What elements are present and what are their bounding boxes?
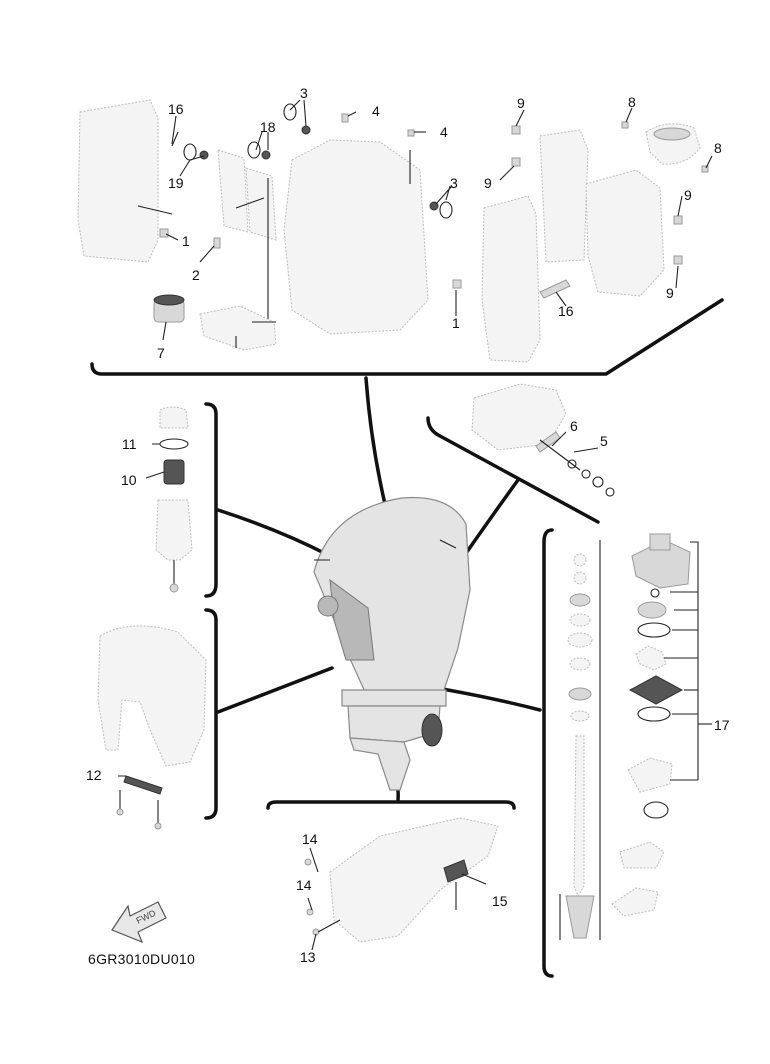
callout-3-left: 3 xyxy=(300,85,308,101)
cylinder-block-left xyxy=(77,99,173,263)
fuel-filter-assembly xyxy=(145,406,193,593)
leader-cowling xyxy=(216,666,334,714)
oil-filter-7 xyxy=(153,294,185,323)
callout-4-top: 4 xyxy=(372,103,380,119)
callout-16-left: 16 xyxy=(168,101,184,117)
intake-manifold xyxy=(585,169,665,297)
callout-13: 13 xyxy=(300,949,316,965)
callout-labels: 16 19 18 3 4 4 1 2 3 1 9 9 8 8 9 9 16 7 … xyxy=(86,85,730,965)
cylinder-head-right xyxy=(481,129,589,363)
leader-fuel-filter xyxy=(216,508,332,558)
callout-7: 7 xyxy=(157,345,165,361)
callout-15: 15 xyxy=(492,893,508,909)
callout-11: 11 xyxy=(122,436,137,452)
callout-connector-6 xyxy=(551,431,567,447)
callout-1-right: 1 xyxy=(452,315,460,331)
outboard-motor xyxy=(313,496,471,791)
callout-16-right: 16 xyxy=(558,303,574,319)
lower-casing xyxy=(304,817,499,951)
group-bracket-fuel-filter xyxy=(204,402,218,598)
fwd-arrow-icon: FWD xyxy=(111,901,167,944)
group-bracket-lower-case xyxy=(266,800,516,810)
callout-10: 10 xyxy=(121,472,137,488)
seal-set-5 xyxy=(567,447,615,497)
callout-12: 12 xyxy=(86,767,102,783)
group-bracket-cowling xyxy=(204,608,218,820)
top-cowling-piece xyxy=(97,625,207,830)
callout-connectors-17 xyxy=(664,541,712,781)
callout-8-top: 8 xyxy=(628,94,636,110)
callout-6: 6 xyxy=(570,418,578,434)
oil-pump-assembly xyxy=(199,305,277,351)
callout-18: 18 xyxy=(260,119,276,135)
callout-9-bottom: 9 xyxy=(666,285,674,301)
upper-gear-housing xyxy=(471,383,581,471)
water-pump-parts xyxy=(611,533,691,917)
diagram-code: 6GR3010DU010 xyxy=(88,951,195,967)
callout-1-left: 1 xyxy=(182,233,190,249)
crankcase-main xyxy=(283,139,429,335)
callout-9-right: 9 xyxy=(684,187,692,203)
callout-8-right: 8 xyxy=(714,140,722,156)
exhaust-cover xyxy=(217,149,277,338)
callout-connectors-top xyxy=(162,99,713,341)
callout-14-bottom: 14 xyxy=(296,877,312,893)
group-bracket-gearcase-top xyxy=(426,416,600,524)
driveshaft-stack xyxy=(559,540,601,940)
callout-3-right: 3 xyxy=(450,175,458,191)
callout-4-mid: 4 xyxy=(440,124,448,140)
callout-17: 17 xyxy=(714,717,730,733)
callout-19: 19 xyxy=(168,175,184,191)
oring-loops-top xyxy=(171,103,453,219)
callout-5: 5 xyxy=(600,433,608,449)
callout-9-top: 9 xyxy=(517,95,525,111)
callout-2: 2 xyxy=(192,267,200,283)
thermostat-cover xyxy=(645,123,701,165)
callout-14-top: 14 xyxy=(302,831,318,847)
callout-9-left: 9 xyxy=(484,175,492,191)
group-bracket-water-pump xyxy=(542,528,554,978)
group-bracket-engine xyxy=(90,298,724,376)
